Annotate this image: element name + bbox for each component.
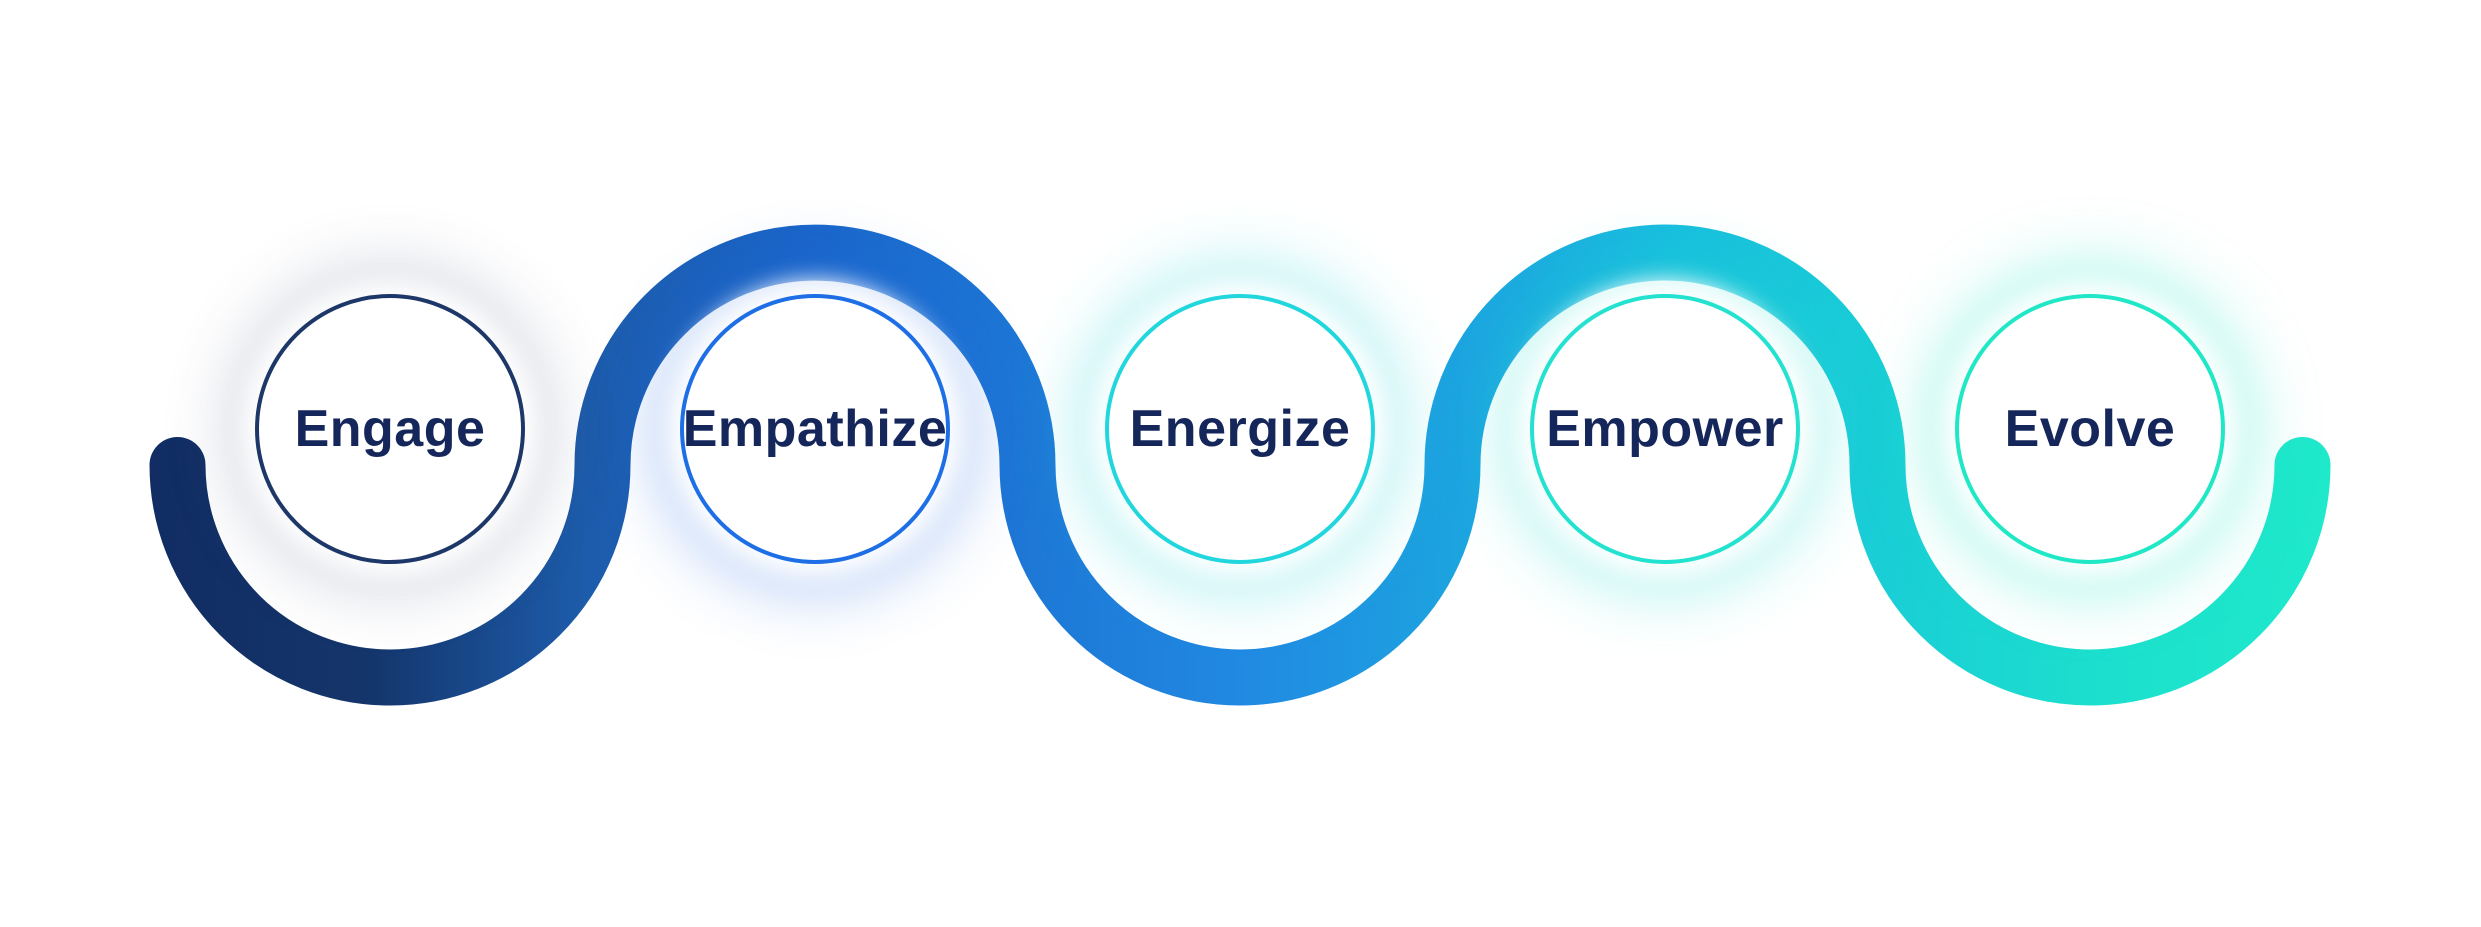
step-circle-engage: Engage xyxy=(255,294,525,564)
step-circle-energize: Energize xyxy=(1105,294,1375,564)
step-label-evolve: Evolve xyxy=(2004,400,2176,458)
wave-path xyxy=(149,224,2331,706)
step-circle-empathize: Empathize xyxy=(680,294,950,564)
step-label-empathize: Empathize xyxy=(682,400,948,458)
step-circle-evolve: Evolve xyxy=(1955,294,2225,564)
step-label-engage: Engage xyxy=(294,400,486,458)
step-circle-empower: Empower xyxy=(1530,294,1800,564)
step-label-empower: Empower xyxy=(1546,400,1784,458)
step-label-energize: Energize xyxy=(1129,400,1351,458)
